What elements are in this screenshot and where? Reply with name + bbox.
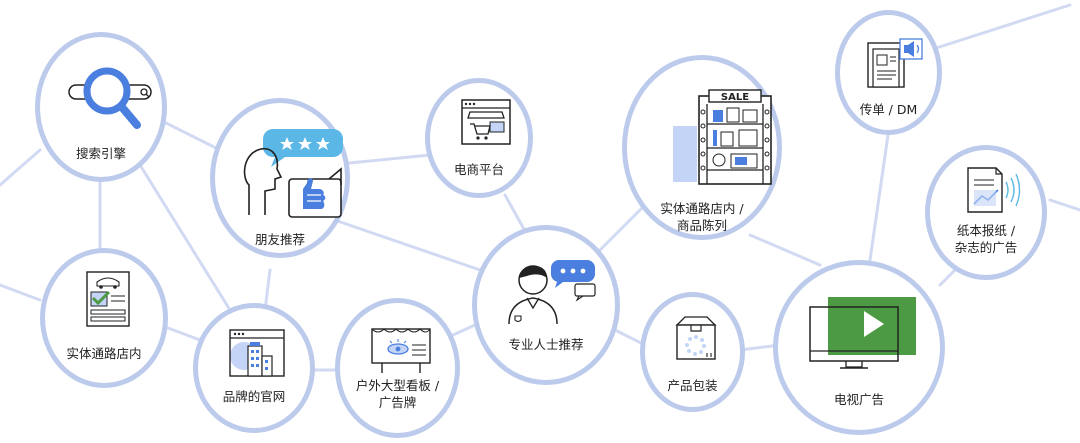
sale-shelf-icon: SALE [673,89,772,185]
billboard-icon [371,328,431,373]
edge-print-right [1048,198,1080,212]
label-print-ads: 纸本报纸 / 杂志的广告 [954,223,1018,255]
node-print-ads: 纸本报纸 / 杂志的广告 [925,145,1047,280]
tv-play-icon [809,297,916,369]
node-store-display: SALE 实体通路店内 / 商品陈列 [622,55,782,240]
node-billboard: 户外大型看板 / 广告牌 [335,298,460,438]
edge-friend-expert [318,213,482,272]
label-brand-website: 品牌的官网 [222,389,286,404]
browser-building-icon [229,329,285,377]
search-bar-icon [68,67,152,129]
node-expert-recommendation: 专业人士推荐 [472,225,620,385]
label-billboard: 户外大型看板 / 广告牌 [355,378,440,410]
edge-search-friend [158,118,222,152]
label-ecommerce-platform: 电商平台 [453,162,504,177]
edge-store-inside-left [0,283,42,302]
edge-expert-store [593,203,647,257]
label-store-display: 实体通路店内 / 商品陈列 [660,201,744,233]
label-product-packaging: 产品包装 [667,378,718,393]
store-receipt-icon [86,271,130,327]
label-flyer-dm: 传单 / DM [859,102,918,117]
label-expert-recommendation: 专业人士推荐 [508,337,584,352]
expert-chat-icon [508,260,596,325]
edge-flyer-tv [868,133,890,262]
label-friend-recommendation: 朋友推荐 [254,232,305,247]
edge-search-brand [138,163,232,312]
newspaper-signal-icon [967,167,1021,213]
label-tv-ads: 电视广告 [833,392,884,407]
edge-store-tv [748,233,822,267]
node-flyer-dm: 传单 / DM [835,10,942,135]
node-friend-recommendation: 朋友推荐 [210,98,350,258]
friend-thumbs-up-icon [243,129,343,218]
node-brand-website: 品牌的官网 [193,303,315,433]
package-box-icon [675,316,717,360]
label-store-inside: 实体通路店内 [66,346,142,361]
node-tv-ads: 电视广告 [773,260,945,435]
flyer-megaphone-icon [867,38,923,88]
label-search-engine: 搜索引擎 [75,146,126,161]
node-store-inside: 实体通路店内 [40,248,168,388]
online-store-cart-icon [461,99,511,145]
node-search-engine: 搜索引擎 [35,32,167,182]
node-product-packaging: 产品包装 [640,292,745,412]
node-ecommerce-platform: 电商平台 [425,78,533,198]
sale-sign-text: SALE [721,92,749,103]
edge-search-left [0,148,42,187]
edge-flyer-right [928,3,1072,52]
